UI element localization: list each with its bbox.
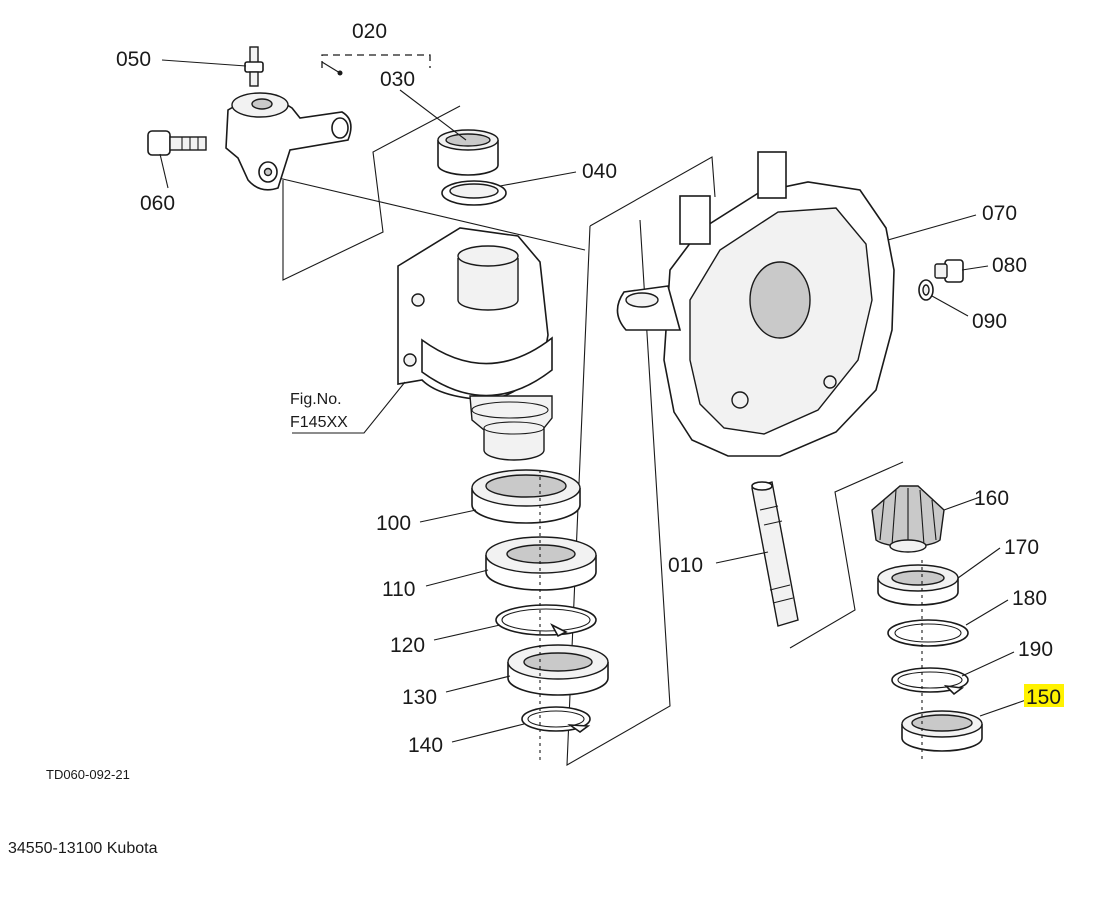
part-080-plug xyxy=(934,259,964,283)
callout-190: 190 xyxy=(1018,638,1053,661)
part-030-bushing xyxy=(437,129,499,176)
callout-020: 020 xyxy=(352,20,387,43)
fig-ref-number: F145XX xyxy=(290,414,348,431)
callout-160: 160 xyxy=(974,487,1009,510)
part-010-shaft xyxy=(751,481,799,627)
callout-040: 040 xyxy=(582,160,617,183)
part-120-snap-ring xyxy=(495,604,597,638)
part-100-oil-seal xyxy=(471,469,581,524)
callout-060: 060 xyxy=(140,192,175,215)
part-060-bolt xyxy=(147,130,207,156)
drawing-code: TD060-092-21 xyxy=(46,767,130,782)
part-140-snap-ring xyxy=(521,706,591,733)
part-150-oil-seal xyxy=(901,710,983,752)
fig-ref-label: Fig.No. xyxy=(290,391,342,408)
group-bracket-left xyxy=(282,105,461,281)
callout-150-highlight xyxy=(1024,684,1064,707)
group-bracket-right xyxy=(789,461,904,649)
callout-180: 180 xyxy=(1012,587,1047,610)
part-caption: 34550-13100 Kubota xyxy=(8,840,158,857)
callout-090: 090 xyxy=(972,310,1007,333)
part-090-gasket xyxy=(918,279,934,301)
callout-130: 130 xyxy=(402,686,437,709)
part-110-bearing xyxy=(485,536,597,591)
callout-150: 150 xyxy=(1026,686,1061,709)
part-160-bevel-gear xyxy=(871,485,945,553)
callout-170: 170 xyxy=(1004,536,1039,559)
part-180-shim xyxy=(887,619,969,647)
part-130-bearing xyxy=(507,644,609,696)
leader-lines xyxy=(159,59,1027,743)
part-050-stud xyxy=(244,46,264,87)
part-020-lever-arm xyxy=(225,92,352,191)
callout-010: 010 xyxy=(668,554,703,577)
kingpin-housing xyxy=(397,227,553,461)
part-170-bearing xyxy=(877,564,959,606)
callout-030: 030 xyxy=(380,68,415,91)
part-070-final-case xyxy=(616,151,895,457)
part-040-seal xyxy=(441,180,507,206)
group-bracket-020 xyxy=(321,54,431,76)
callout-080: 080 xyxy=(992,254,1027,277)
part-190-snap-ring xyxy=(891,667,969,696)
callout-140: 140 xyxy=(408,734,443,757)
callout-070: 070 xyxy=(982,202,1017,225)
callout-100: 100 xyxy=(376,512,411,535)
callout-110: 110 xyxy=(382,578,415,601)
callout-120: 120 xyxy=(390,634,425,657)
axis-line-bolt xyxy=(269,175,586,251)
callout-050: 050 xyxy=(116,48,151,71)
